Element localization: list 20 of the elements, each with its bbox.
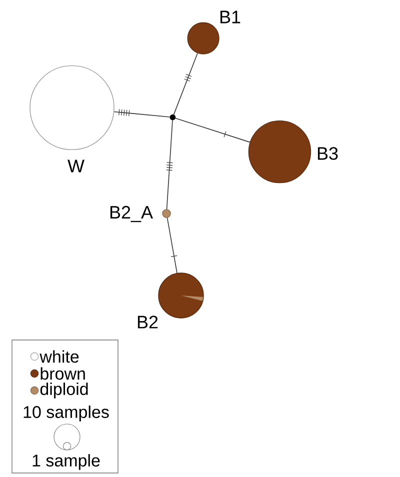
node-label: W <box>68 160 84 172</box>
legend-label: diploid <box>40 382 88 398</box>
node-label: B1 <box>220 10 240 24</box>
haplotype-circle <box>187 22 220 54</box>
haplotype-circle <box>248 120 312 184</box>
haplotype-circle <box>158 272 204 318</box>
network-line <box>173 52 198 115</box>
legend-label: white <box>40 350 79 363</box>
legend-label: brown <box>40 367 85 380</box>
node-label: B2 <box>138 316 158 328</box>
node-label: B2_A <box>110 206 153 222</box>
node-label: B3 <box>318 147 338 160</box>
haplotype-circle <box>162 209 171 218</box>
network-line <box>166 120 174 210</box>
network-line <box>166 217 178 274</box>
network-line <box>175 118 250 143</box>
legend-label: 10 samples <box>24 406 109 422</box>
legend-label: 1 sample <box>32 454 100 470</box>
network-line <box>114 108 170 118</box>
haplotype-circle <box>30 65 114 150</box>
